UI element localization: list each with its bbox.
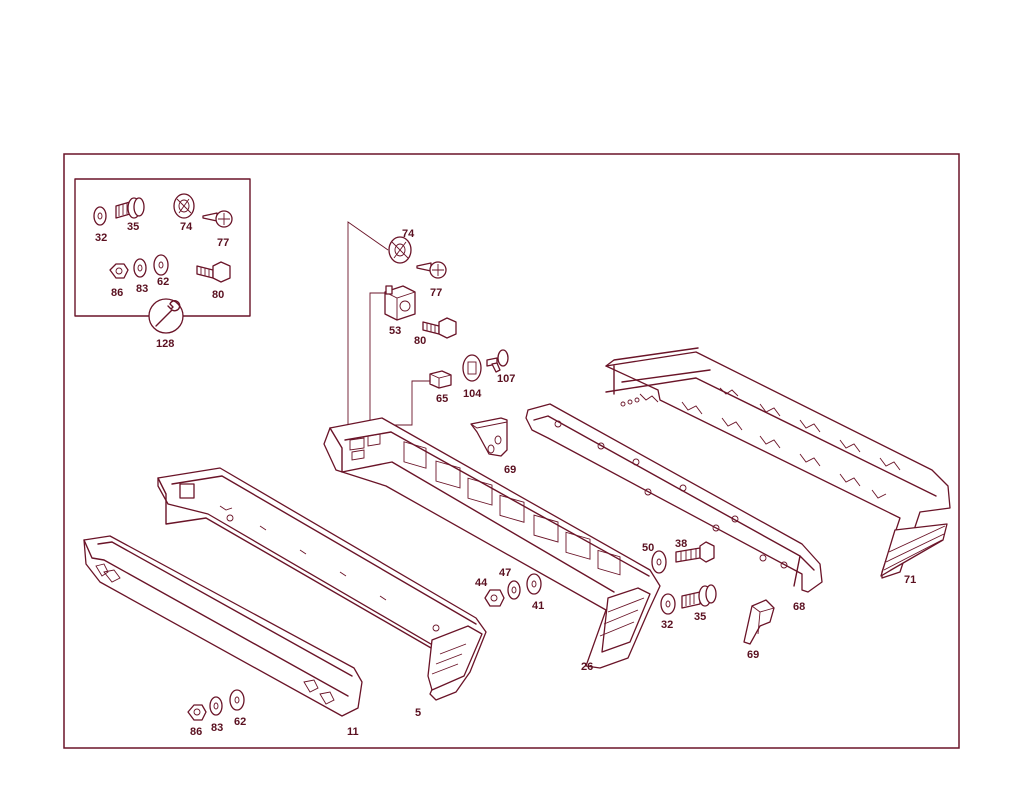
washer-62 — [229, 689, 245, 711]
label-11: 11 — [347, 726, 359, 738]
label-107: 107 — [497, 373, 515, 385]
screw-77 — [416, 261, 447, 279]
hex-nut-icon — [109, 263, 129, 279]
label-83: 83 — [211, 722, 223, 734]
diagram-frame — [63, 153, 960, 749]
label-53: 53 — [389, 325, 401, 337]
washer-32 — [660, 593, 676, 615]
clip-nut-74 — [388, 236, 412, 264]
clip-65 — [429, 370, 452, 389]
label-80: 80 — [414, 335, 426, 347]
washer-83 — [209, 696, 223, 716]
bumper-carrier-71 — [605, 347, 951, 579]
label-65: 65 — [436, 393, 448, 405]
end-cap-69-lower — [743, 599, 775, 645]
flat-washer-icon — [153, 254, 169, 276]
label-32: 32 — [661, 619, 673, 631]
inset-label: 128 — [156, 338, 174, 350]
inset-label: 62 — [157, 276, 169, 288]
part-labels: 74 77 53 80 104 107 65 69 71 68 50 38 32… — [190, 228, 916, 738]
impact-strip-68 — [525, 403, 823, 593]
grommet-104 — [462, 354, 482, 382]
end-cap-69-upper — [470, 417, 508, 457]
label-50: 50 — [642, 542, 654, 554]
label-104: 104 — [463, 388, 482, 400]
bumper-reinforcement-11 — [83, 535, 363, 717]
label-77: 77 — [430, 287, 442, 299]
label-71: 71 — [904, 574, 916, 586]
inset-label: 83 — [136, 283, 148, 295]
inset-label: 35 — [127, 221, 139, 233]
bumper-5 — [157, 467, 487, 701]
nut-86 — [187, 704, 207, 721]
label-5: 5 — [415, 707, 421, 719]
inset-label: 86 — [111, 287, 123, 299]
label-47: 47 — [499, 567, 511, 579]
bolt-35 — [681, 584, 717, 609]
bracket-53 — [384, 285, 416, 321]
washer-icon — [93, 206, 107, 226]
label-41: 41 — [532, 600, 544, 612]
inset-label: 80 — [212, 289, 224, 301]
label-35: 35 — [694, 611, 706, 623]
inset-label: 77 — [217, 237, 229, 249]
label-26: 26 — [581, 661, 593, 673]
label-69: 69 — [747, 649, 759, 661]
label-74: 74 — [402, 228, 415, 240]
washer-47 — [507, 580, 521, 600]
nut-44 — [484, 589, 505, 607]
spring-washer-icon — [133, 258, 147, 278]
wrench-icon — [148, 298, 184, 334]
washer-50 — [651, 550, 667, 574]
bolt-80 — [422, 317, 457, 339]
bolt-icon — [115, 197, 145, 219]
clip-nut-icon — [173, 193, 195, 219]
label-69: 69 — [504, 464, 516, 476]
screw-icon — [202, 210, 233, 228]
pin-107 — [486, 349, 509, 373]
inset-label: 32 — [95, 232, 107, 244]
label-86: 86 — [190, 726, 202, 738]
inset-label: 74 — [180, 221, 193, 233]
bumper-cover-26 — [323, 417, 661, 669]
hex-bolt-icon — [196, 261, 231, 283]
bolt-38 — [675, 541, 715, 563]
label-62: 62 — [234, 716, 246, 728]
label-68: 68 — [793, 601, 805, 613]
label-44: 44 — [475, 577, 488, 589]
label-38: 38 — [675, 538, 687, 550]
hardware-kit-inset: 32 35 74 77 86 83 62 80 128 — [74, 178, 251, 350]
washer-41 — [526, 573, 542, 595]
